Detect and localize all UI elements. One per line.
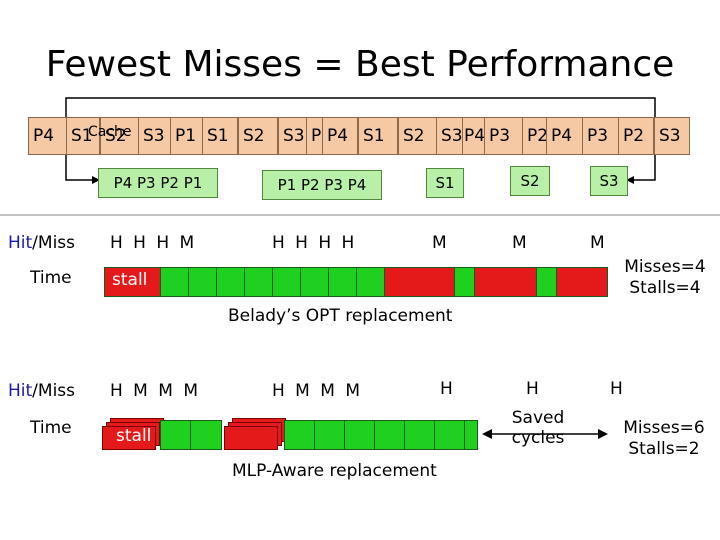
hit-bar	[464, 420, 478, 450]
mlp-stalls: Stalls=2	[628, 439, 700, 459]
stall-label: stall	[112, 270, 148, 290]
cache-state: S2	[510, 166, 550, 196]
opt-summary: Misses=4 Stalls=4	[616, 257, 714, 299]
opt-hit-miss: H H H M	[110, 233, 195, 253]
opt-misses: Misses=4	[624, 257, 706, 277]
time-label: Time	[30, 418, 72, 438]
stall-bar	[556, 267, 608, 297]
mlp-caption: MLP-Aware replacement	[232, 461, 437, 481]
stall-bar	[384, 267, 456, 297]
page-title: Fewest Misses = Best Performance	[45, 44, 675, 85]
stall-bar	[104, 267, 162, 297]
cache-state: P4 P3 P2 P1	[98, 168, 218, 198]
cache-state: P1 P2 P3 P4	[262, 170, 382, 200]
seq-item: P4	[546, 117, 584, 155]
hit-bar	[344, 420, 376, 450]
mlp-hit-miss: H M M M	[110, 381, 198, 401]
seq-item: P2	[522, 117, 550, 155]
seq-item: P4	[322, 117, 358, 155]
cache-state: S3	[590, 166, 628, 196]
cache-label: Cache	[88, 124, 132, 140]
stall-label: stall	[116, 426, 152, 446]
hit-miss-label: Hit/Miss	[8, 381, 76, 401]
mlp-misses: Misses=6	[623, 418, 705, 438]
seq-item: P3	[484, 117, 526, 155]
mlp-hit-miss: H	[526, 379, 539, 399]
seq-item: S1	[358, 117, 398, 155]
seq-item: S2	[100, 117, 142, 155]
seq-item: S3	[278, 117, 310, 155]
hit-bar	[328, 267, 358, 297]
hit-bar	[300, 267, 330, 297]
hit-bar	[216, 267, 246, 297]
hit-bar	[160, 420, 192, 450]
seq-item: S3	[654, 117, 690, 155]
hit-bar	[190, 420, 222, 450]
opt-hit-miss: M	[432, 233, 447, 253]
opt-hit-miss: H H H H	[272, 233, 355, 253]
mlp-summary: Misses=6 Stalls=2	[612, 418, 716, 460]
opt-hit-miss: M	[590, 233, 605, 253]
seq-item: P3	[582, 117, 620, 155]
seq-item: P4	[306, 117, 324, 155]
opt-stalls: Stalls=4	[629, 278, 701, 298]
saved-cycles-label: Saved cycles	[511, 408, 565, 448]
hit-bar	[356, 267, 386, 297]
seq-item: P4	[28, 117, 68, 155]
mlp-hit-miss: H M M M	[272, 381, 360, 401]
mlp-hit-miss: H	[440, 379, 453, 399]
stall-bar	[102, 426, 156, 450]
hit-bar	[160, 267, 190, 297]
hit-bar	[272, 267, 302, 297]
seq-item: S2	[238, 117, 278, 155]
mlp-hit-miss: H	[610, 379, 623, 399]
hit-bar	[188, 267, 218, 297]
seq-item: S2	[398, 117, 438, 155]
opt-hit-miss: M	[512, 233, 527, 253]
seq-item: S1	[66, 117, 100, 155]
time-label: Time	[30, 268, 72, 288]
seq-item: P2	[618, 117, 654, 155]
seq-item: S1	[202, 117, 238, 155]
cache-state: S1	[426, 168, 464, 198]
hit-miss-label: Hit/Miss	[8, 233, 76, 253]
hit-bar	[404, 420, 436, 450]
stall-bar	[224, 426, 278, 450]
opt-caption: Belady’s OPT replacement	[228, 306, 453, 326]
